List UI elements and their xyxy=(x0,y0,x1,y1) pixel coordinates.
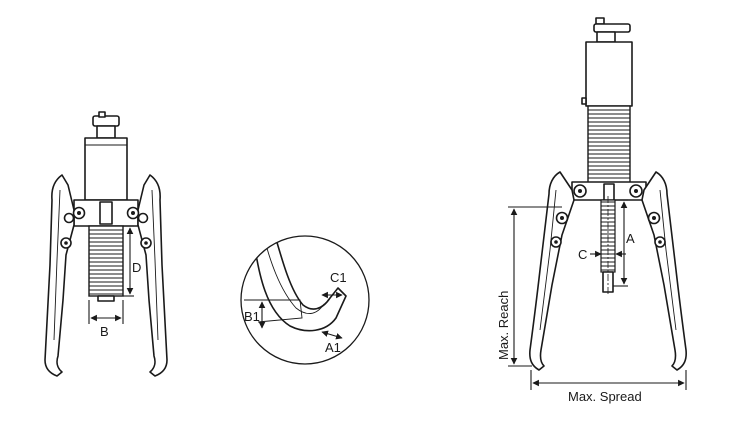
right-puller-view: A C Max. Reach Max. Spread xyxy=(496,17,687,404)
label-a: A xyxy=(626,231,635,246)
pivot-pins xyxy=(60,206,152,249)
label-a1: A1 xyxy=(325,340,341,355)
label-max-spread: Max. Spread xyxy=(568,389,642,404)
jaw-tip-detail-view: C1 B1 A1 xyxy=(240,235,370,365)
label-b1: B1 xyxy=(244,309,260,324)
label-c1: C1 xyxy=(330,270,347,285)
pump-handle-icon xyxy=(593,17,631,43)
label-c: C xyxy=(578,247,587,262)
cylinder-body xyxy=(84,137,128,201)
label-d: D xyxy=(132,260,141,275)
threaded-ram xyxy=(88,225,124,297)
pivot-pins xyxy=(550,184,666,248)
label-max-reach: Max. Reach xyxy=(496,291,511,360)
right-arm xyxy=(641,171,687,371)
left-arm xyxy=(529,171,575,371)
threaded-screw xyxy=(587,105,631,187)
left-puller-view: B D xyxy=(44,111,168,377)
right-arm xyxy=(137,174,168,377)
pump-handle-icon xyxy=(92,111,120,139)
label-b: B xyxy=(100,324,109,339)
detail-circle-outline xyxy=(240,235,370,365)
cylinder-body xyxy=(585,41,633,107)
left-arm xyxy=(44,174,75,377)
